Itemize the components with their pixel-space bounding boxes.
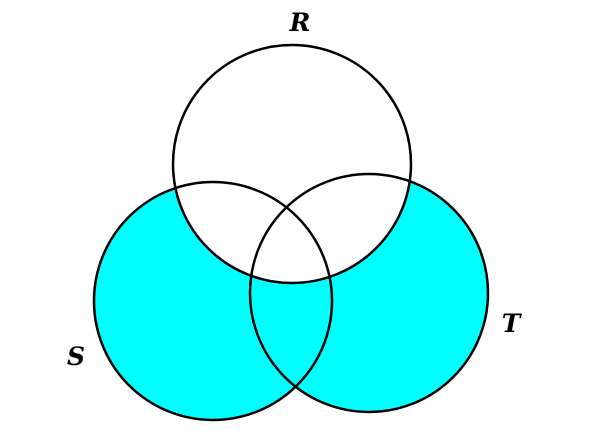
set-t-circle bbox=[248, 172, 490, 414]
set-s-label: S bbox=[67, 342, 85, 371]
set-s-circle bbox=[92, 180, 334, 422]
shaded-region bbox=[94, 174, 488, 420]
set-t-fill bbox=[250, 174, 488, 412]
set-r-label: R bbox=[289, 8, 311, 37]
set-r-circle bbox=[171, 43, 413, 285]
set-t-label: T bbox=[502, 309, 523, 338]
